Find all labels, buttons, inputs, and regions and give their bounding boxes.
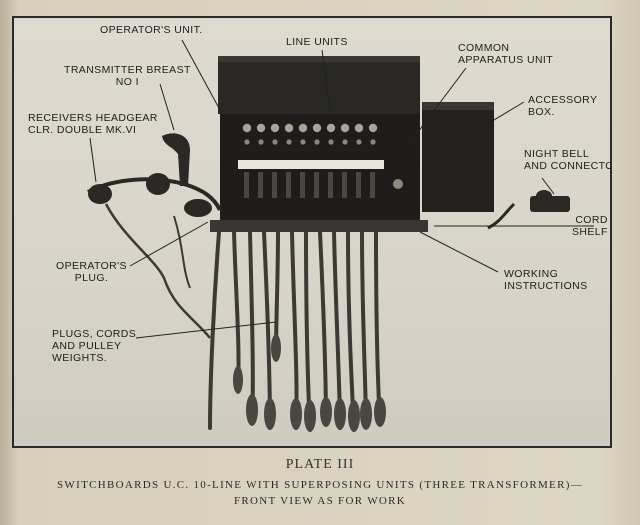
top-cabinet [218,56,420,114]
label-night-bell: NIGHT BELL AND CONNECTOR [524,148,610,172]
operator-cord [104,203,211,339]
label-transmitter-breast: TRANSMITTER BREAST No I [64,64,191,88]
switchboard-photo [87,39,594,432]
pulley-weights [233,334,386,432]
jack-row-middle [244,139,376,145]
designation-strip [238,160,384,169]
plug-row [244,172,375,198]
headgear-receivers [87,177,222,211]
caption-line-2: FRONT VIEW AS FOR WORK [233,495,407,507]
label-working-instructions: WORKING INSTRUCTIONS [504,268,588,292]
plate-title: PLATE III [285,457,355,472]
label-plugs-cords-weights: PLUGS, CORDS AND PULLEY WEIGHTS. [52,328,137,364]
cord-shelf [210,220,428,232]
plate-figure: OPERATOR'S UNIT. LINE UNITS COMMON APPAR… [12,16,612,448]
label-receivers-headgear: RECEIVERS HEADGEAR CLR. DOUBLE MK.VI [28,112,158,136]
label-line-units: LINE UNITS [286,36,348,48]
leader-lines [89,39,594,339]
common-apparatus-dial [393,179,403,189]
label-cord-shelf: CORD SHELF [572,214,608,238]
label-common-apparatus-unit: COMMON APPARATUS UNIT [458,42,554,66]
label-operators-unit: OPERATOR'S UNIT. [100,24,203,36]
label-operators-plug: OPERATOR'S PLUG. [56,260,127,284]
caption-line-1: SWITCHBOARDS U.C. 10-LINE WITH SUPERPOSI… [57,479,583,491]
night-bell [487,190,570,230]
accessory-box [422,102,494,212]
label-accessory-box: ACCESSORY BOX. [528,94,598,118]
jack-row-top [242,123,378,133]
transmitter [162,133,190,186]
